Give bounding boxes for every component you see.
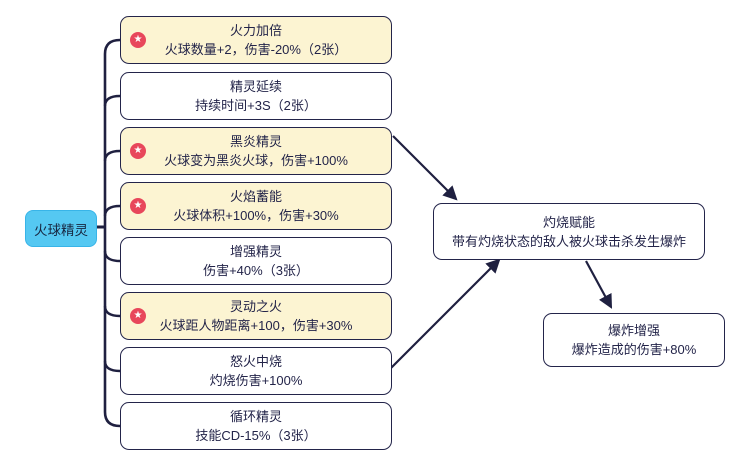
skill-node-flame-charge[interactable]: ★ 火焰蓄能 火球体积+100%，伤害+30% <box>120 182 392 230</box>
star-icon: ★ <box>130 32 146 48</box>
root-label: 火球精灵 <box>34 222 88 238</box>
combo-node-explosion-boost[interactable]: 爆炸增强 爆炸造成的伤害+80% <box>543 313 725 367</box>
skill-detail: 技能CD-15%（3张） <box>195 428 317 443</box>
skill-detail: 伤害+40%（3张） <box>203 263 309 278</box>
star-icon: ★ <box>130 308 146 324</box>
skill-title: 黑炎精灵 <box>229 134 282 149</box>
trunk-line <box>103 38 121 428</box>
arrow-rage-to-burn <box>390 258 501 369</box>
skill-node-cycle-spirit[interactable]: 循环精灵 技能CD-15%（3张） <box>120 402 392 450</box>
combo-detail: 爆炸造成的伤害+80% <box>571 342 697 357</box>
combo-detail: 带有灼烧状态的敌人被火球击杀发生爆炸 <box>451 233 686 249</box>
combo-node-burn-empower[interactable]: 灼烧赋能 带有灼烧状态的敌人被火球击杀发生爆炸 <box>433 203 705 260</box>
branch-line <box>103 94 121 107</box>
skill-detail: 火球数量+2，伤害-20%（2张） <box>164 42 348 57</box>
branch-line <box>103 360 121 373</box>
skill-detail: 灼烧伤害+100% <box>209 373 303 388</box>
branch-line <box>103 305 121 318</box>
branch-line <box>103 204 121 217</box>
skill-node-burning-rage[interactable]: 怒火中烧 灼烧伤害+100% <box>120 347 392 395</box>
skill-detail: 火球变为黑炎火球，伤害+100% <box>164 153 348 168</box>
arrow-burn-to-explosion <box>585 260 613 309</box>
branch-line <box>103 250 121 263</box>
skill-node-agile-fire[interactable]: ★ 灵动之火 火球距人物距离+100，伤害+30% <box>120 292 392 340</box>
skill-title: 循环精灵 <box>229 409 282 424</box>
skill-detail: 持续时间+3S（2张） <box>195 98 317 113</box>
skill-title: 火焰蓄能 <box>229 189 282 204</box>
skill-detail: 火球体积+100%，伤害+30% <box>173 208 339 223</box>
combo-title: 灼烧赋能 <box>542 214 595 230</box>
root-node-fireball-spirit[interactable]: 火球精灵 <box>25 210 97 247</box>
skill-title: 怒火中烧 <box>229 354 282 369</box>
star-icon: ★ <box>130 198 146 214</box>
combo-title: 爆炸增强 <box>607 323 660 338</box>
skill-node-black-flame[interactable]: ★ 黑炎精灵 火球变为黑炎火球，伤害+100% <box>120 127 392 175</box>
star-icon: ★ <box>130 143 146 159</box>
skill-title: 增强精灵 <box>229 244 282 259</box>
skill-node-spirit-extend[interactable]: 精灵延续 持续时间+3S（2张） <box>120 72 392 120</box>
skill-node-firepower-double[interactable]: ★ 火力加倍 火球数量+2，伤害-20%（2张） <box>120 16 392 64</box>
skill-title: 火力加倍 <box>229 23 282 38</box>
skill-title: 灵动之火 <box>229 299 282 314</box>
skill-detail: 火球距人物距离+100，伤害+30% <box>159 318 353 333</box>
skill-node-enhance-spirit[interactable]: 增强精灵 伤害+40%（3张） <box>120 237 392 285</box>
arrow-blackflame-to-burn <box>392 135 458 201</box>
branch-line <box>103 149 121 162</box>
skill-title: 精灵延续 <box>229 79 282 94</box>
